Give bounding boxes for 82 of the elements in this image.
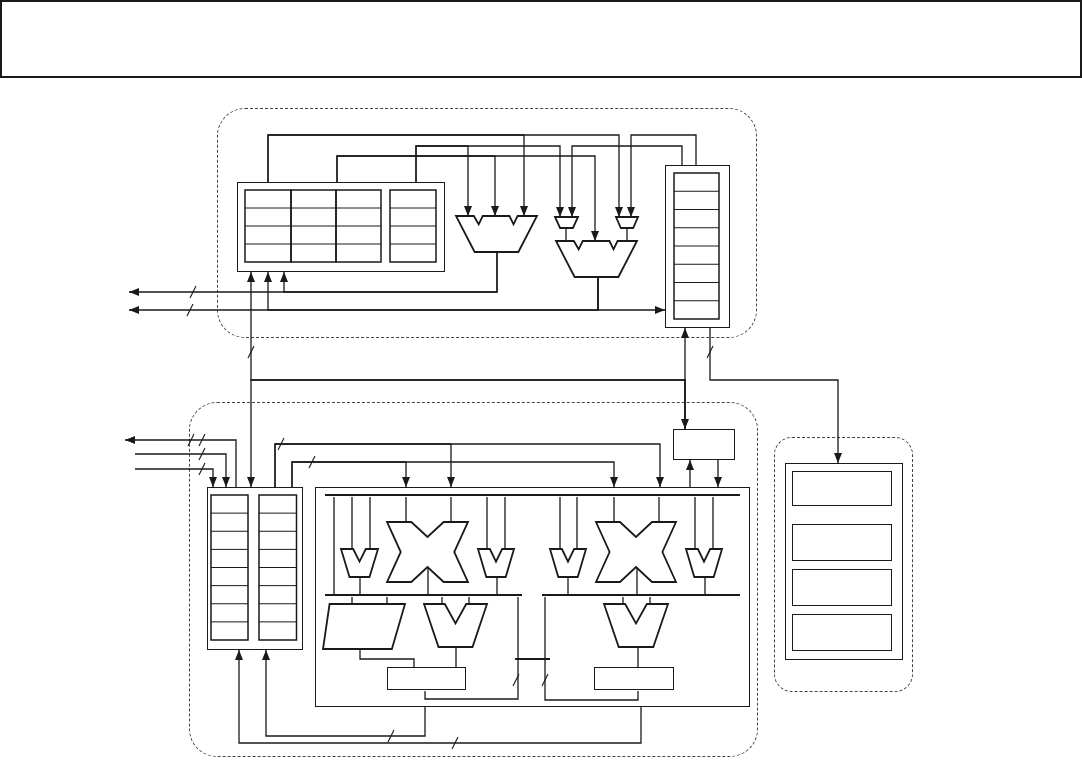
arrow: [247, 379, 686, 488]
connector-line: [637, 647, 639, 669]
arrow: [291, 461, 410, 488]
connector-line: [649, 596, 651, 606]
connector-line: [351, 596, 353, 606]
arrow: [134, 468, 217, 488]
arrow: [280, 251, 498, 293]
bus-line: [542, 594, 740, 597]
connector-line: [359, 649, 415, 669]
connector-line: [351, 496, 353, 551]
connector-line: [576, 496, 578, 551]
memory-bank: [792, 471, 892, 506]
mux-symbol: [615, 216, 638, 228]
arrow: [714, 459, 722, 488]
multiplier-symbol: [596, 522, 676, 582]
connector-line: [622, 596, 624, 606]
bus-line: [325, 494, 740, 497]
arrow: [415, 145, 564, 218]
alu-symbol: [424, 604, 487, 647]
dashed-region: [217, 108, 757, 338]
register-box: [594, 667, 674, 690]
arrow: [235, 649, 642, 744]
arrow: [124, 436, 237, 488]
connector-line: [504, 496, 506, 551]
arrow: [134, 453, 230, 488]
connector-line: [626, 227, 628, 242]
alu-symbol: [550, 549, 586, 577]
arrow: [336, 155, 599, 242]
title-box: [0, 0, 1082, 78]
parallelogram-block: [323, 604, 405, 649]
connector-line: [613, 496, 615, 524]
register-file: [664, 164, 730, 328]
connector-line: [424, 596, 519, 700]
connector-line: [369, 496, 371, 551]
dashed-region: [774, 437, 913, 692]
connector-line: [359, 577, 361, 596]
connector-line: [658, 496, 660, 524]
connector-line: [333, 496, 335, 596]
alu-symbol: [555, 240, 637, 277]
register-file: [236, 181, 445, 272]
connector-line: [486, 496, 488, 551]
connector-line: [565, 227, 567, 242]
connector-line: [427, 566, 429, 596]
connector-line: [468, 596, 470, 606]
alu-symbol: [604, 604, 668, 647]
alu-symbol: [455, 215, 537, 252]
alu-symbol: [341, 549, 378, 577]
arrow: [267, 134, 623, 218]
memory-bank: [792, 569, 892, 606]
block-box: [672, 428, 735, 460]
arrow: [264, 271, 599, 311]
arrow: [274, 443, 455, 488]
connector-line: [559, 496, 561, 551]
connector-line: [386, 596, 388, 606]
alu-symbol: [686, 549, 722, 577]
connector-line: [712, 496, 714, 551]
connector-line: [441, 596, 443, 606]
alu-symbol: [478, 549, 514, 577]
memory-bank: [792, 524, 892, 561]
memory-bank: [792, 614, 892, 651]
register-file: [206, 486, 303, 650]
multiplier-symbol: [387, 522, 468, 582]
connector-line: [405, 496, 407, 524]
register-box: [387, 667, 466, 690]
connector-line: [694, 496, 696, 551]
arrow: [262, 649, 426, 737]
bus-line: [325, 594, 522, 597]
arrow: [568, 145, 683, 218]
arrow: [686, 459, 694, 488]
connector-line: [455, 647, 457, 669]
arrow: [627, 134, 697, 218]
mux-symbol: [554, 216, 578, 228]
datapath-box: [314, 486, 750, 707]
connector-line: [567, 577, 569, 596]
dashed-region: [189, 402, 758, 757]
arrow: [709, 327, 842, 464]
connector-line: [704, 577, 706, 596]
connector-line: [636, 566, 638, 596]
connector-line: [544, 596, 639, 701]
connector-line: [496, 577, 498, 596]
connector-line: [450, 496, 452, 524]
memory-block: [784, 462, 903, 660]
